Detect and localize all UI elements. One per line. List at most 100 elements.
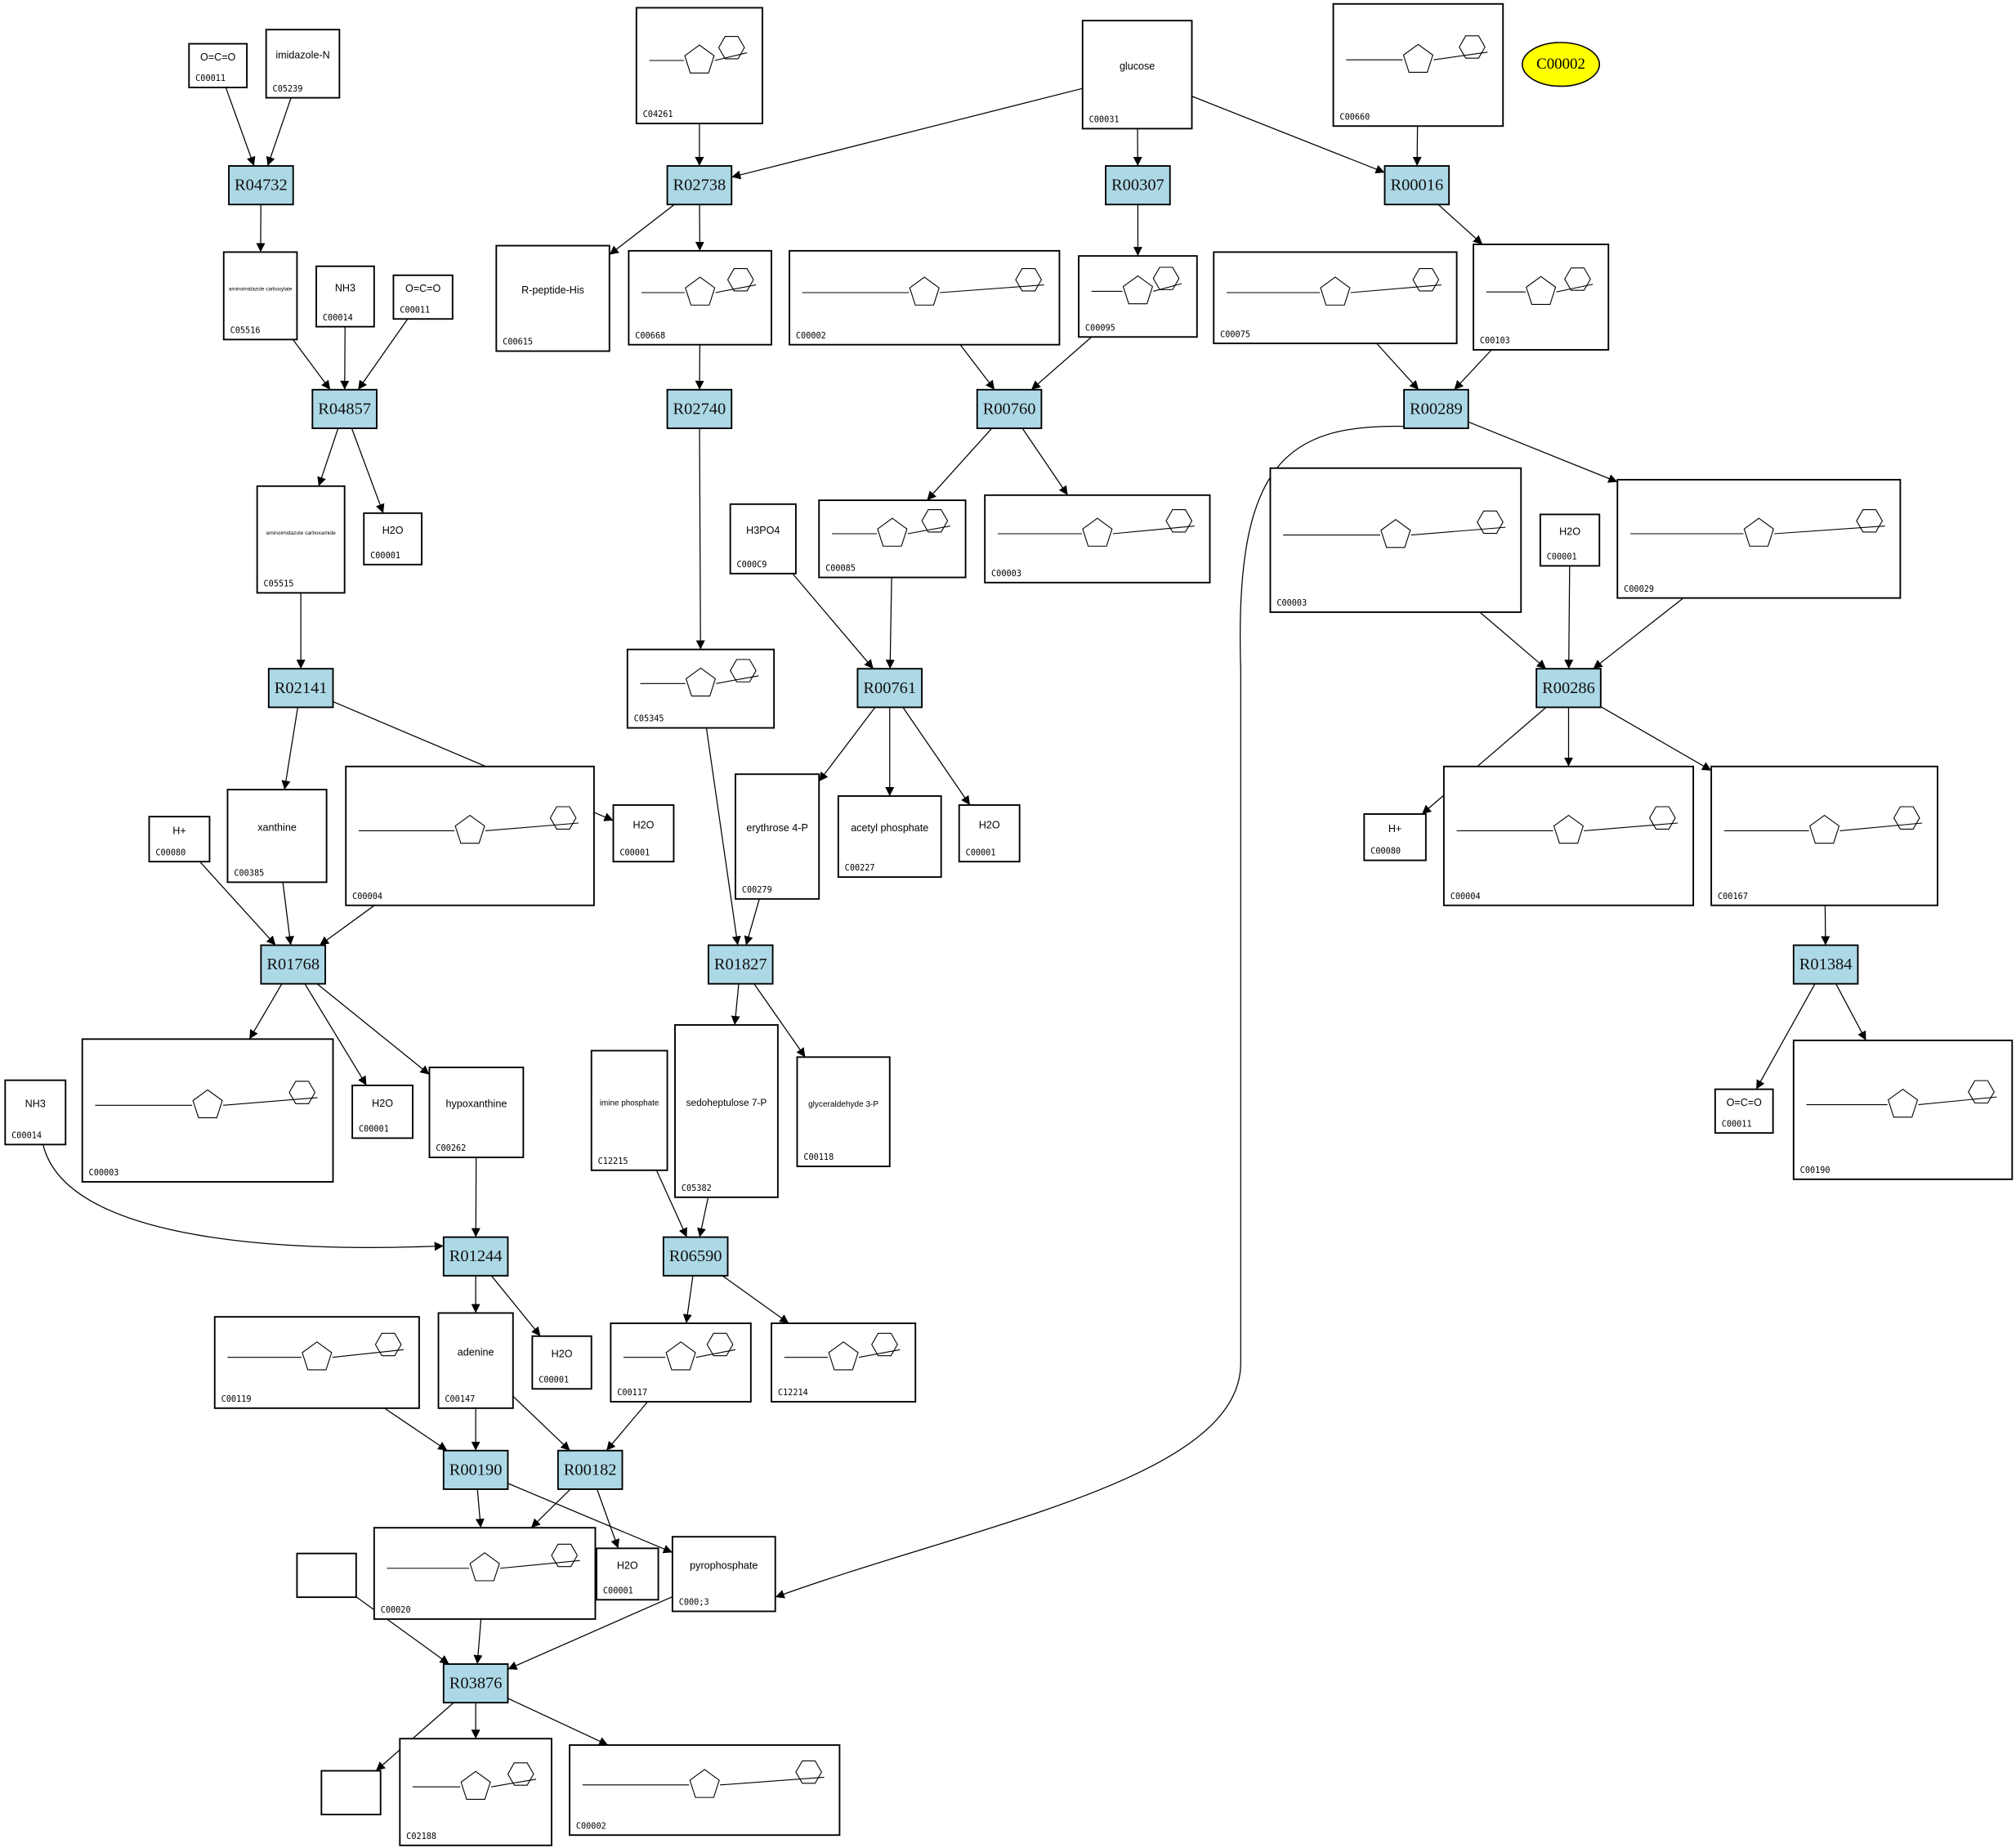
compound-box[interactable] bbox=[1332, 2, 1504, 128]
compound-node[interactable] bbox=[320, 1770, 382, 1815]
compound-box[interactable] bbox=[1714, 1088, 1774, 1134]
reaction-box[interactable] bbox=[1403, 388, 1469, 429]
compound-box[interactable] bbox=[428, 1066, 525, 1159]
reaction-node[interactable]: R00289 bbox=[1403, 388, 1469, 429]
compound-box[interactable] bbox=[188, 43, 248, 88]
compound-node[interactable]: C00095 bbox=[1078, 255, 1198, 338]
reaction-node[interactable]: R01384 bbox=[1792, 944, 1859, 985]
reaction-box[interactable] bbox=[311, 388, 378, 429]
compound-node[interactable]: C00075 bbox=[1213, 251, 1458, 345]
compound-node[interactable]: C00020 bbox=[373, 1527, 597, 1620]
compound-box[interactable] bbox=[399, 1738, 552, 1846]
reaction-node[interactable]: R04732 bbox=[228, 165, 294, 206]
compound-node[interactable]: C00002 bbox=[789, 249, 1061, 346]
reaction-node[interactable]: R00190 bbox=[442, 1449, 509, 1490]
reaction-node[interactable]: R02740 bbox=[666, 388, 733, 429]
reaction-node[interactable]: R04857 bbox=[311, 388, 378, 429]
reaction-box[interactable] bbox=[442, 1449, 509, 1490]
compound-node[interactable]: C00003 bbox=[984, 494, 1211, 584]
reaction-box[interactable] bbox=[1535, 668, 1602, 709]
compound-box[interactable] bbox=[256, 485, 346, 594]
compound-box[interactable] bbox=[958, 804, 1021, 863]
compound-box[interactable] bbox=[373, 1527, 597, 1620]
compound-node[interactable]: C00003 bbox=[81, 1038, 334, 1183]
compound-box[interactable] bbox=[226, 789, 328, 884]
compound-box[interactable] bbox=[1473, 244, 1610, 351]
compound-box[interactable] bbox=[626, 648, 776, 729]
reaction-node[interactable]: R03876 bbox=[442, 1663, 509, 1704]
compound-node[interactable]: C04261 bbox=[635, 7, 763, 125]
compound-node[interactable]: C02188 bbox=[399, 1738, 552, 1846]
compound-box[interactable] bbox=[315, 265, 375, 328]
compound-node[interactable]: C05345 bbox=[626, 648, 776, 729]
reaction-box[interactable] bbox=[1383, 165, 1451, 206]
compound-box[interactable] bbox=[1363, 813, 1427, 861]
compound-box[interactable] bbox=[1616, 478, 1902, 599]
compound-box[interactable] bbox=[1792, 1039, 2014, 1180]
reaction-box[interactable] bbox=[662, 1236, 729, 1277]
compound-box[interactable] bbox=[148, 816, 211, 863]
compound-box[interactable] bbox=[81, 1038, 334, 1183]
reaction-node[interactable]: R02141 bbox=[267, 668, 334, 709]
compound-node[interactable]: C00103 bbox=[1473, 244, 1610, 351]
compound-box[interactable] bbox=[320, 1770, 382, 1815]
reaction-node[interactable]: R01827 bbox=[707, 944, 774, 985]
compound-node[interactable]: H+C00080 bbox=[148, 816, 211, 863]
reaction-node[interactable]: R06590 bbox=[662, 1236, 729, 1277]
compound-node[interactable]: C00660 bbox=[1332, 2, 1504, 128]
reaction-node[interactable]: R00760 bbox=[976, 388, 1043, 429]
compound-box[interactable] bbox=[590, 1049, 668, 1171]
reaction-node[interactable]: R00286 bbox=[1535, 668, 1602, 709]
compound-box[interactable] bbox=[771, 1322, 917, 1403]
compound-box[interactable] bbox=[213, 1316, 420, 1409]
compound-box[interactable] bbox=[789, 249, 1061, 346]
compound-node[interactable]: C00167 bbox=[1710, 765, 1938, 906]
compound-box[interactable] bbox=[345, 765, 595, 906]
reaction-node[interactable]: R01768 bbox=[260, 944, 326, 985]
compound-box[interactable] bbox=[531, 1335, 592, 1390]
compound-node[interactable]: C00117 bbox=[610, 1322, 752, 1403]
reaction-box[interactable] bbox=[260, 944, 326, 985]
compound-box[interactable] bbox=[735, 773, 820, 900]
compound-box[interactable] bbox=[796, 1056, 891, 1168]
compound-box[interactable] bbox=[4, 1079, 67, 1146]
compound-box[interactable] bbox=[610, 1322, 752, 1403]
reaction-node[interactable]: R00761 bbox=[856, 668, 923, 709]
reaction-box[interactable] bbox=[1792, 944, 1859, 985]
compound-node[interactable]: C00668 bbox=[628, 249, 772, 346]
reaction-box[interactable] bbox=[1105, 165, 1171, 206]
compound-node[interactable]: C12214 bbox=[771, 1322, 917, 1403]
compound-node[interactable]: H+C00080 bbox=[1363, 813, 1427, 861]
compound-node[interactable] bbox=[296, 1552, 357, 1599]
compound-box[interactable] bbox=[628, 249, 772, 346]
compound-node[interactable]: C00190 bbox=[1792, 1039, 2014, 1180]
highlight-node[interactable]: C00002 bbox=[1522, 42, 1601, 87]
compound-node[interactable]: C00029 bbox=[1616, 478, 1902, 599]
compound-node[interactable]: C00085 bbox=[818, 499, 967, 579]
reaction-node[interactable]: R00016 bbox=[1383, 165, 1451, 206]
compound-box[interactable] bbox=[1081, 20, 1193, 130]
reaction-box[interactable] bbox=[666, 388, 733, 429]
